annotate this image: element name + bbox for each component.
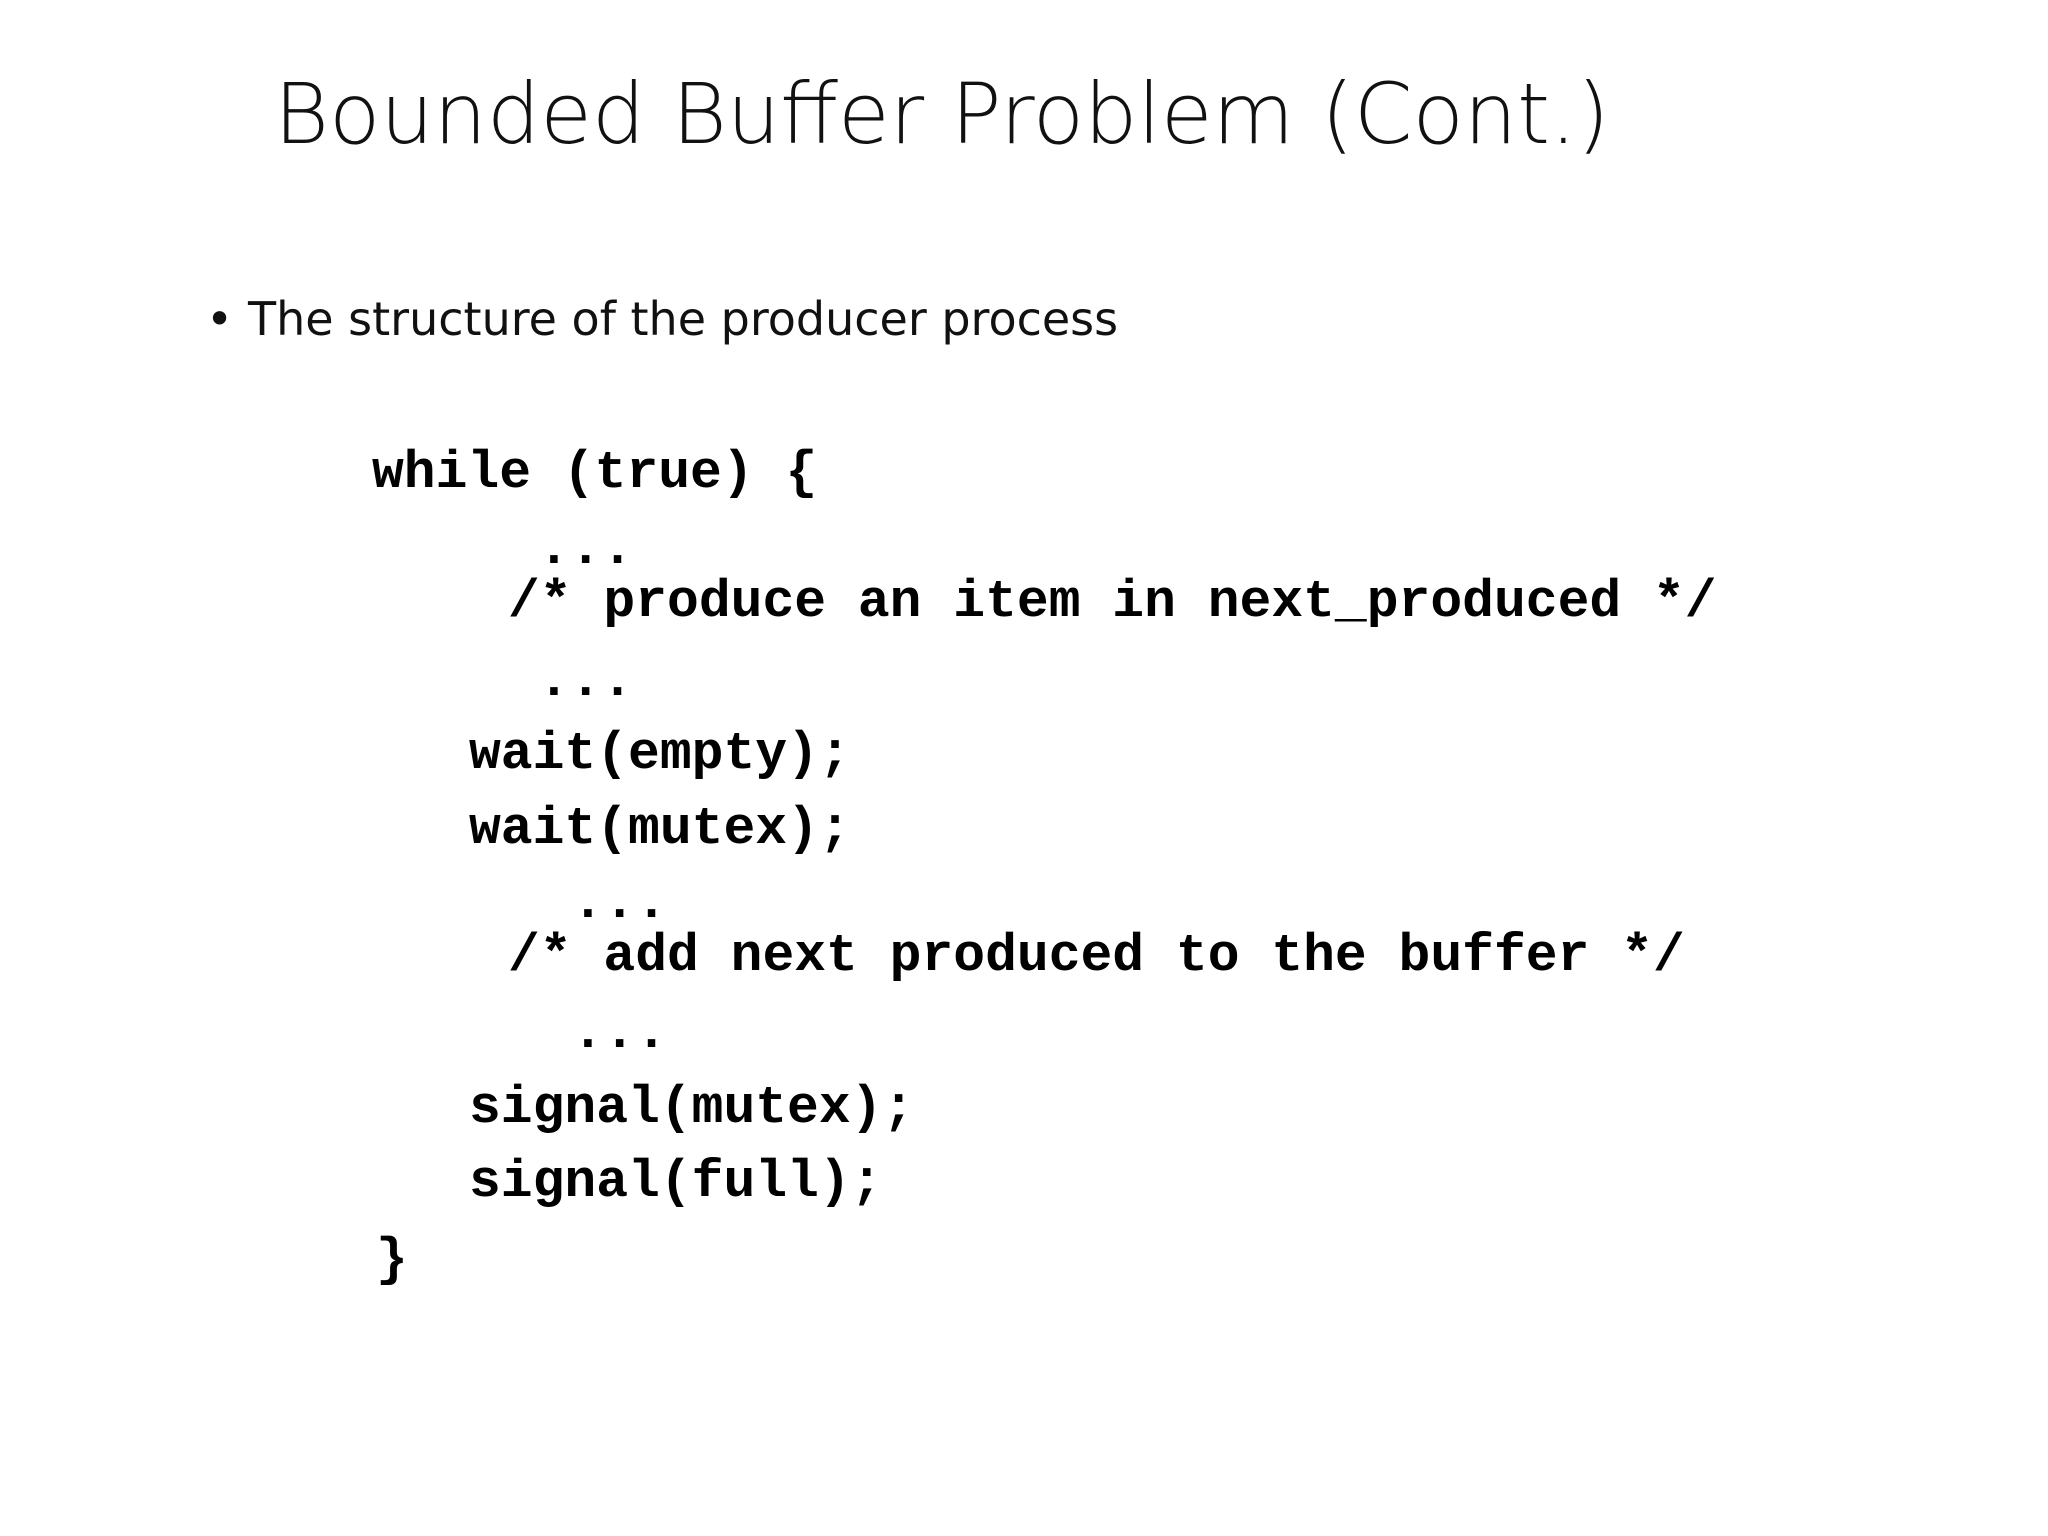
slide-title: Bounded Buffer Problem (Cont.) [274,65,1610,163]
code-line-comment-add: /* add next produced to the buffer */ [508,926,1685,986]
bullet-marker: • [206,292,234,346]
code-line-signal-mutex: signal(mutex); [469,1078,915,1138]
code-line-ellipsis: ... [572,1003,668,1063]
code-line-signal-full: signal(full); [469,1152,883,1212]
code-line-wait-mutex: wait(mutex); [469,799,851,859]
code-line-wait-empty: wait(empty); [469,724,851,784]
code-line-ellipsis: ... [538,519,634,579]
code-line-close-brace: } [376,1230,408,1290]
code-line-comment-produce: /* produce an item in next_produced */ [508,572,1717,632]
bullet-item: • The structure of the producer process [206,288,1118,350]
code-line-while: while (true) { [372,443,818,503]
bullet-text: The structure of the producer process [248,292,1119,346]
code-line-ellipsis: ... [538,651,634,711]
code-line-ellipsis: ... [572,873,668,933]
